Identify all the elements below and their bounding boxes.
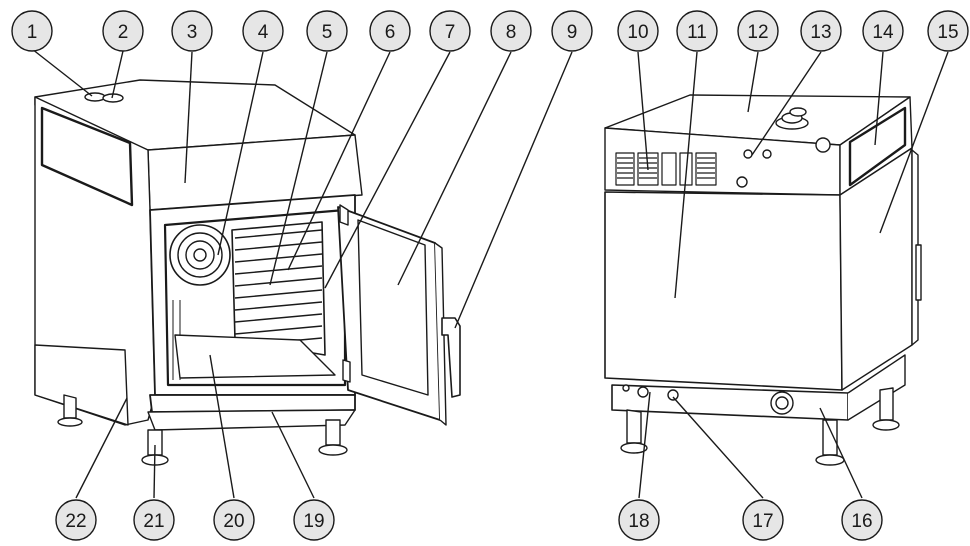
callout-12: 12 [737, 10, 779, 52]
callout-circle [171, 10, 213, 52]
callout-circle [737, 10, 779, 52]
callout-circle [429, 10, 471, 52]
callout-4: 4 [242, 10, 284, 52]
callout-8: 8 [490, 10, 532, 52]
callout-9: 9 [551, 10, 593, 52]
fan-wheel [169, 224, 231, 286]
front-feet [57, 394, 348, 466]
callout-circle [102, 10, 144, 52]
callout-3: 3 [171, 10, 213, 52]
callout-label: 22 [65, 511, 86, 532]
callout-17: 17 [742, 499, 784, 541]
callout-circle [742, 499, 784, 541]
callout-label: 17 [752, 511, 773, 532]
callout-label: 21 [143, 511, 164, 532]
callout-7: 7 [429, 10, 471, 52]
callout-circle [11, 10, 53, 52]
callout-13: 13 [800, 10, 842, 52]
callout-21: 21 [133, 499, 175, 541]
callout-circle [55, 499, 97, 541]
callout-label: 6 [385, 22, 396, 43]
callout-label: 19 [303, 511, 324, 532]
open-door [337, 204, 461, 426]
drip-tray [147, 409, 356, 431]
callout-label: 14 [872, 22, 894, 43]
top-port [84, 92, 106, 102]
callout-circle [242, 10, 284, 52]
callout-label: 13 [810, 22, 831, 43]
callout-circle [306, 10, 348, 52]
callout-1: 1 [11, 10, 53, 52]
callout-circle [800, 10, 842, 52]
callout-circle [490, 10, 532, 52]
rear-unit [604, 94, 922, 466]
callout-2: 2 [102, 10, 144, 52]
door-handle [441, 317, 461, 398]
callout-11: 11 [676, 10, 718, 52]
callout-label: 16 [851, 511, 872, 532]
callout-circle [927, 10, 969, 52]
front-unit [34, 79, 363, 466]
callout-10: 10 [617, 10, 659, 52]
callout-circle [369, 10, 411, 52]
callout-label: 20 [223, 511, 244, 532]
callout-14: 14 [862, 10, 904, 52]
callout-label: 4 [258, 22, 269, 43]
callout-circle [213, 499, 255, 541]
lower-side-cover [34, 344, 129, 426]
leader-lines [31, 48, 949, 499]
callout-6: 6 [369, 10, 411, 52]
callout-label: 10 [627, 22, 648, 43]
base-rail [149, 394, 356, 413]
callout-circle [133, 499, 175, 541]
side-vent-panel [40, 106, 134, 207]
callout-label: 7 [445, 22, 456, 43]
callout-15: 15 [927, 10, 969, 52]
callout-label: 9 [567, 22, 578, 43]
callout-circle [293, 499, 335, 541]
callout-label: 15 [937, 22, 958, 43]
callout-5: 5 [306, 10, 348, 52]
callout-label: 3 [187, 22, 198, 43]
callout-circle [618, 499, 660, 541]
callout-label: 1 [27, 22, 38, 43]
chamber-floor [174, 334, 336, 379]
chimney [775, 107, 809, 130]
callout-22: 22 [55, 499, 97, 541]
callout-19: 19 [293, 499, 335, 541]
callout-label: 2 [118, 22, 129, 43]
main-back-panel [604, 191, 843, 391]
callout-label: 5 [322, 22, 333, 43]
callout-18: 18 [618, 499, 660, 541]
callout-circle [617, 10, 659, 52]
callout-circle [551, 10, 593, 52]
callout-circle [862, 10, 904, 52]
callout-circle [841, 499, 883, 541]
callout-16: 16 [841, 499, 883, 541]
hanging-rack [231, 221, 326, 356]
callout-20: 20 [213, 499, 255, 541]
rear-vents [615, 152, 717, 186]
callout-label: 12 [747, 22, 768, 43]
callout-label: 18 [628, 511, 649, 532]
callout-circle [676, 10, 718, 52]
callout-label: 8 [506, 22, 517, 43]
callout-label: 11 [687, 22, 707, 43]
rear-feet [620, 387, 900, 466]
